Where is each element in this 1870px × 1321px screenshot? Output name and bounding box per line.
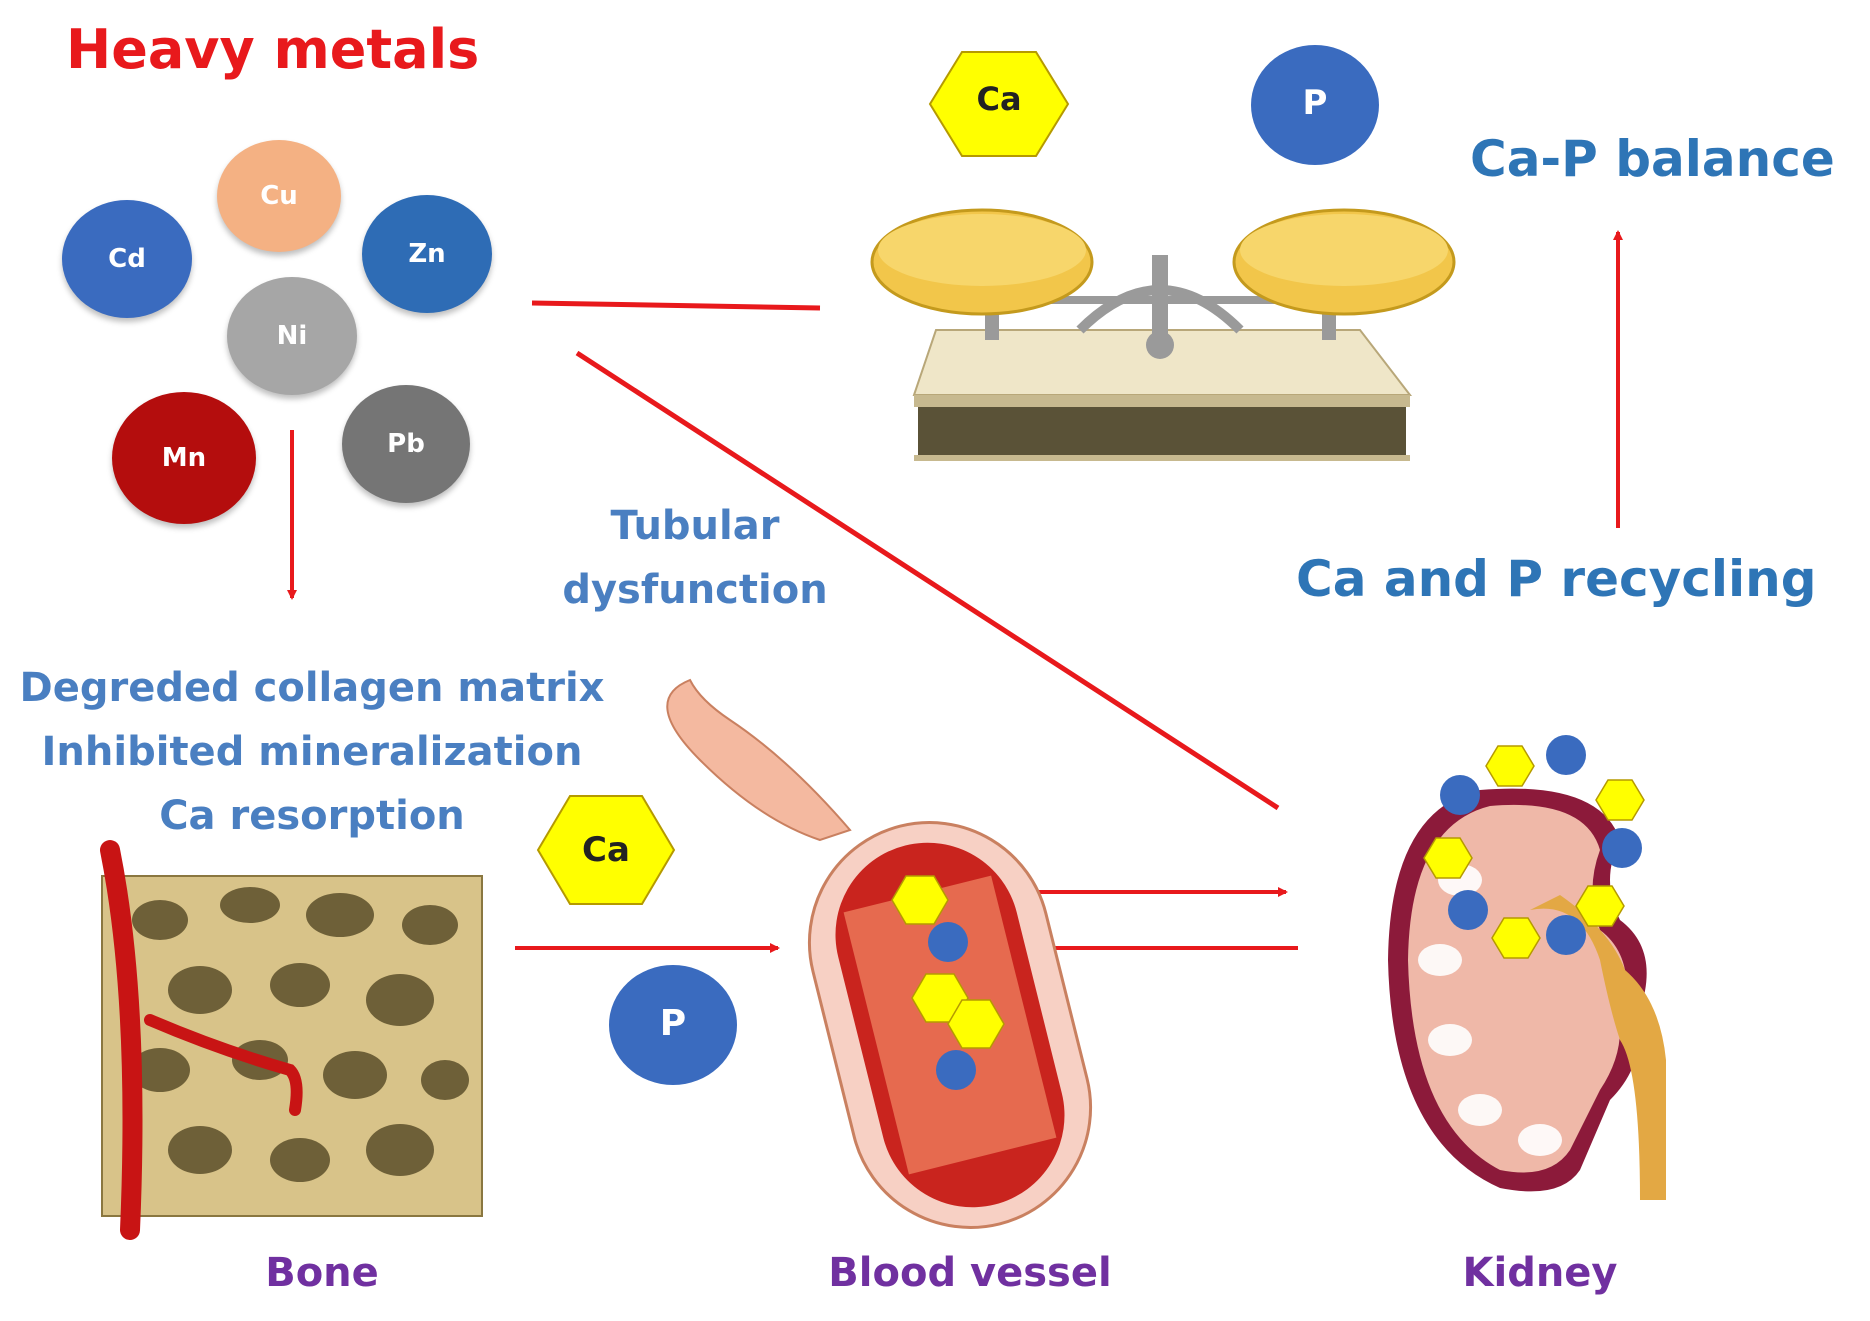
metal-cd-label: Cd bbox=[108, 244, 146, 274]
organ-label-bone: Bone bbox=[265, 1250, 379, 1296]
metal-zn-label: Zn bbox=[408, 239, 446, 269]
transport-p-label: P bbox=[659, 1003, 687, 1044]
metal-mn-label: Mn bbox=[161, 443, 207, 473]
metal-cu-label: Cu bbox=[260, 181, 298, 211]
tubular-line1: Tubular bbox=[610, 503, 780, 549]
metal-pb: Pb bbox=[342, 385, 470, 503]
transport-ca-label: Ca bbox=[582, 830, 630, 870]
bone-effect-mineralization: Inhibited mineralization bbox=[41, 729, 583, 775]
metals-to-kidney-line bbox=[575, 350, 1280, 811]
metal-mn: Mn bbox=[112, 392, 256, 524]
tubular-line2: dysfunction bbox=[562, 567, 828, 613]
balance-p-circle bbox=[1251, 45, 1379, 165]
tubular-dysfunction-label: Tubular dysfunction bbox=[545, 494, 845, 622]
organ-label-kidney: Kidney bbox=[1462, 1250, 1618, 1296]
balance-ca-label: Ca bbox=[976, 80, 1022, 118]
balance-ca-hexagon bbox=[928, 51, 1070, 157]
metal-ni: Ni bbox=[227, 277, 357, 395]
kidney-illustration bbox=[1388, 735, 1666, 1200]
blood-vessel-illustration bbox=[666, 678, 1093, 1229]
transport-p-circle bbox=[609, 965, 737, 1085]
metal-pb-label: Pb bbox=[387, 429, 425, 459]
ca-p-balance-label: Ca-P balance bbox=[1470, 130, 1835, 188]
bone-effect-resorption: Ca resorption bbox=[159, 793, 465, 839]
metal-cd: Cd bbox=[62, 200, 192, 318]
metal-ni-label: Ni bbox=[276, 321, 308, 351]
heavy-metals-title: Heavy metals bbox=[66, 18, 480, 81]
bone-illustration bbox=[100, 840, 483, 1240]
balance-scale-illustration bbox=[870, 208, 1456, 461]
metal-cu: Cu bbox=[217, 140, 341, 252]
metal-zn: Zn bbox=[362, 195, 492, 313]
bone-effect-collagen: Degreded collagen matrix bbox=[19, 665, 605, 711]
ca-p-recycling-label: Ca and P recycling bbox=[1296, 550, 1817, 608]
balance-p-label: P bbox=[1302, 83, 1328, 123]
metals-to-balance-line bbox=[531, 300, 821, 311]
organ-label-blood-vessel: Blood vessel bbox=[828, 1250, 1112, 1296]
bone-effects-list: Degreded collagen matrix Inhibited miner… bbox=[12, 656, 612, 848]
transport-ca-hexagon bbox=[536, 795, 676, 905]
